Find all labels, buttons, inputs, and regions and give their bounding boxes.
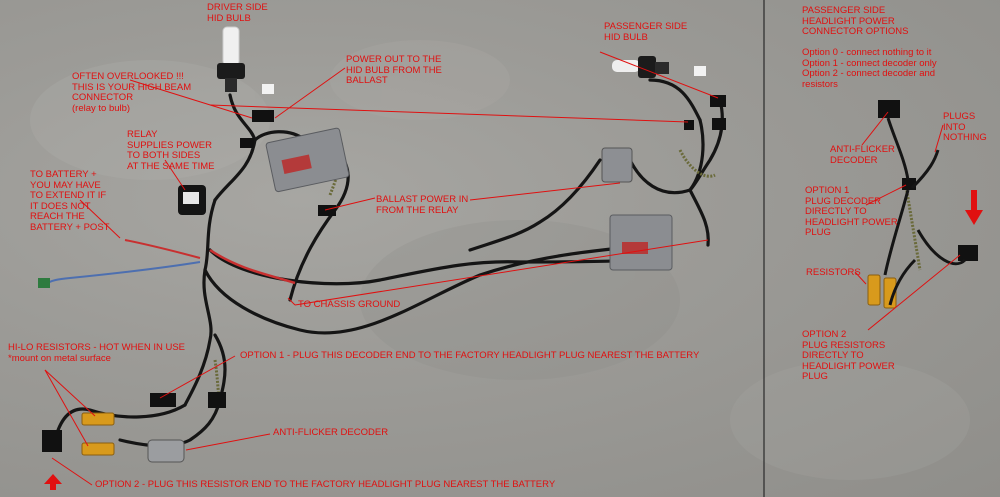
label-power-out: POWER OUT TO THE HID BULB FROM THE BALLA… [346,54,442,86]
label-to-battery: TO BATTERY + YOU MAY HAVE TO EXTEND IT I… [30,169,110,233]
label-often-overlooked: OFTEN OVERLOOKED !!! THIS IS YOUR HIGH B… [72,71,192,114]
label-ballast-power: BALLAST POWER IN FROM THE RELAY [376,194,469,216]
black-connectors [42,95,978,452]
label-passenger-power-options: PASSENGER SIDE HEADLIGHT POWER CONNECTOR… [802,5,937,90]
driver-ballast [265,127,350,193]
annotation-pointers [44,51,961,486]
red-lead-battery [124,239,201,259]
label-passenger-side: PASSENGER SIDE HID BULB [604,21,688,43]
resistors-side [867,274,897,309]
passenger-ballast [609,214,673,271]
label-anti-flicker-side: ANTI-FLICKER DECODER [830,144,895,166]
label-resistors: RESISTORS [806,267,861,278]
red-lead [209,248,296,285]
relay [178,185,206,215]
driver-hid-bulb [217,26,245,92]
label-relay: RELAY SUPPLIES POWER TO BOTH SIDES AT TH… [127,129,215,172]
passenger-hid-bulb [612,56,669,78]
red-arrows [44,190,983,490]
label-plugs-into-nothing: PLUGS INTO NOTHING [943,111,987,143]
label-anti-flicker-main: ANTI-FLICKER DECODER [273,427,389,438]
label-option2-side: OPTION 2 PLUG RESISTORS DIRECTLY TO HEAD… [802,329,895,382]
passenger-igniter [601,147,633,183]
label-driver-side: DRIVER SIDE HID BULB [207,2,268,24]
label-option1-main: OPTION 1 - PLUG THIS DECODER END TO THE … [240,350,700,361]
anti-flicker-decoder-main [147,439,185,463]
label-hi-lo-resistors: HI-LO RESISTORS - HOT WHEN IN USE *mount… [8,342,186,364]
fuse-holder [38,278,50,288]
white-connector [262,84,274,94]
side-harness [883,117,967,306]
label-option1-side: OPTION 1 PLUG DECODER DIRECTLY TO HEADLI… [805,185,898,238]
white-connector [694,66,706,76]
resistors-main [81,412,115,456]
label-option2-main: OPTION 2 - PLUG THIS RESISTOR END TO THE… [95,479,556,490]
blue-lead [44,261,201,286]
label-chassis-ground: TO CHASSIS GROUND [298,299,401,310]
